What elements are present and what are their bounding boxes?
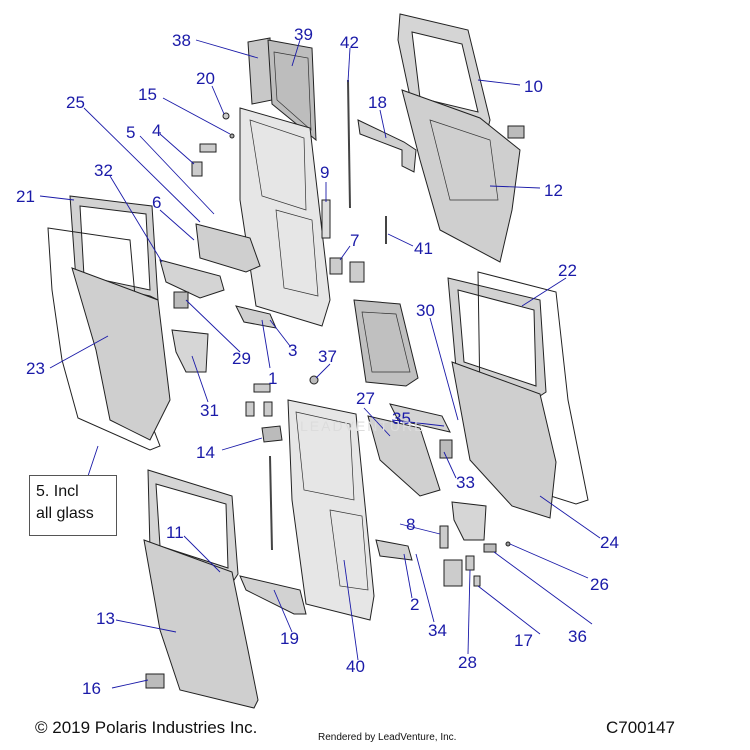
callout-14: 14: [196, 443, 215, 462]
part-17: [473, 575, 481, 587]
rod-40: [269, 455, 273, 551]
latch-34: [443, 559, 463, 587]
door-frame-22: [447, 277, 547, 397]
pad-14: [261, 425, 283, 443]
callout-9: 9: [320, 163, 329, 182]
note-line-2: all glass: [36, 505, 94, 522]
trim-panel-left: [71, 267, 171, 441]
clip-29: [173, 291, 189, 309]
callout-33: 33: [456, 473, 475, 492]
fastener-15: [229, 133, 235, 139]
callout-13: 13: [96, 609, 115, 628]
spring-36: [483, 543, 497, 553]
callout-30: 30: [416, 301, 435, 320]
part-4b: [199, 143, 217, 153]
part-4: [191, 161, 203, 177]
callout-36: 36: [568, 627, 587, 646]
callout-34: 34: [428, 621, 447, 640]
callout-17: 17: [514, 631, 533, 650]
callout-16: 16: [82, 679, 101, 698]
fastener-20: [222, 112, 230, 120]
callout-22: 22: [558, 261, 577, 280]
bracket-27: [367, 415, 441, 497]
leader-lines: [39, 39, 601, 689]
trim-panel-24: [451, 361, 557, 519]
fastener-26: [505, 541, 511, 547]
callout-6: 6: [152, 193, 161, 212]
callout-21: 21: [16, 187, 35, 206]
note-box: 5. Incl all glass: [29, 475, 117, 536]
part-28: [465, 555, 475, 571]
glass-pane-30: [353, 299, 419, 387]
callout-40: 40: [346, 657, 365, 676]
callout-7: 7: [350, 231, 359, 250]
callout-12: 12: [544, 181, 563, 200]
callouts: 38 39 42 10 20 15 25 4 5 18 12 32 9 21 6…: [16, 25, 619, 698]
rendered-by-text: Rendered by LeadVenture, Inc.: [318, 732, 457, 743]
tube-9: [321, 199, 331, 239]
part-1c: [245, 401, 255, 417]
callout-23: 23: [26, 359, 45, 378]
rod-42: [347, 79, 351, 209]
trim-panel-12: [401, 89, 521, 263]
callout-4: 4: [152, 121, 161, 140]
callout-10: 10: [524, 77, 543, 96]
door-frame-upper-center: [239, 107, 331, 327]
bin-31: [171, 329, 209, 373]
callout-25: 25: [66, 93, 85, 112]
callout-41: 41: [414, 239, 433, 258]
callout-29: 29: [232, 349, 251, 368]
watermark: LEADVENTURE: [300, 418, 426, 434]
callout-31: 31: [200, 401, 219, 420]
latch-7: [329, 257, 343, 275]
callout-18: 18: [368, 93, 387, 112]
handle-bracket: [507, 125, 525, 139]
callout-42: 42: [340, 33, 359, 52]
callout-38: 38: [172, 31, 191, 50]
part-8: [439, 525, 449, 549]
bracket-2: [375, 539, 413, 561]
callout-35: 35: [392, 409, 411, 428]
callout-37: 37: [318, 347, 337, 366]
callout-39: 39: [294, 25, 313, 44]
bracket-6: [195, 223, 261, 273]
bracket-32: [159, 259, 225, 299]
callout-28: 28: [458, 653, 477, 672]
bracket-18: [357, 119, 417, 173]
callout-32: 32: [94, 161, 113, 180]
callout-26: 26: [590, 575, 609, 594]
callout-8: 8: [406, 515, 415, 534]
copyright-text: © 2019 Polaris Industries Inc.: [35, 718, 258, 737]
callout-15: 15: [138, 85, 157, 104]
part-1b: [263, 401, 273, 417]
latch-7b: [349, 261, 365, 283]
bin-right: [451, 501, 487, 541]
bracket-33: [439, 439, 453, 459]
glass-pane-39: [267, 39, 317, 142]
callout-19: 19: [280, 629, 299, 648]
bracket-19: [239, 575, 307, 615]
callout-24: 24: [600, 533, 619, 552]
part-1: [253, 383, 271, 393]
callout-5: 5: [126, 123, 135, 142]
callout-20: 20: [196, 69, 215, 88]
note-line-1: 5. Incl: [36, 483, 79, 500]
door-frame-lower-center: [287, 399, 375, 621]
trim-panel-13: [143, 539, 259, 709]
callout-11: 11: [166, 523, 184, 542]
handle-16: [145, 673, 165, 689]
callout-3: 3: [288, 341, 297, 360]
diagram-code: C700147: [606, 718, 676, 737]
callout-27: 27: [356, 389, 375, 408]
callout-2: 2: [410, 595, 419, 614]
callout-1: 1: [268, 369, 277, 388]
seal-23: [47, 227, 161, 451]
